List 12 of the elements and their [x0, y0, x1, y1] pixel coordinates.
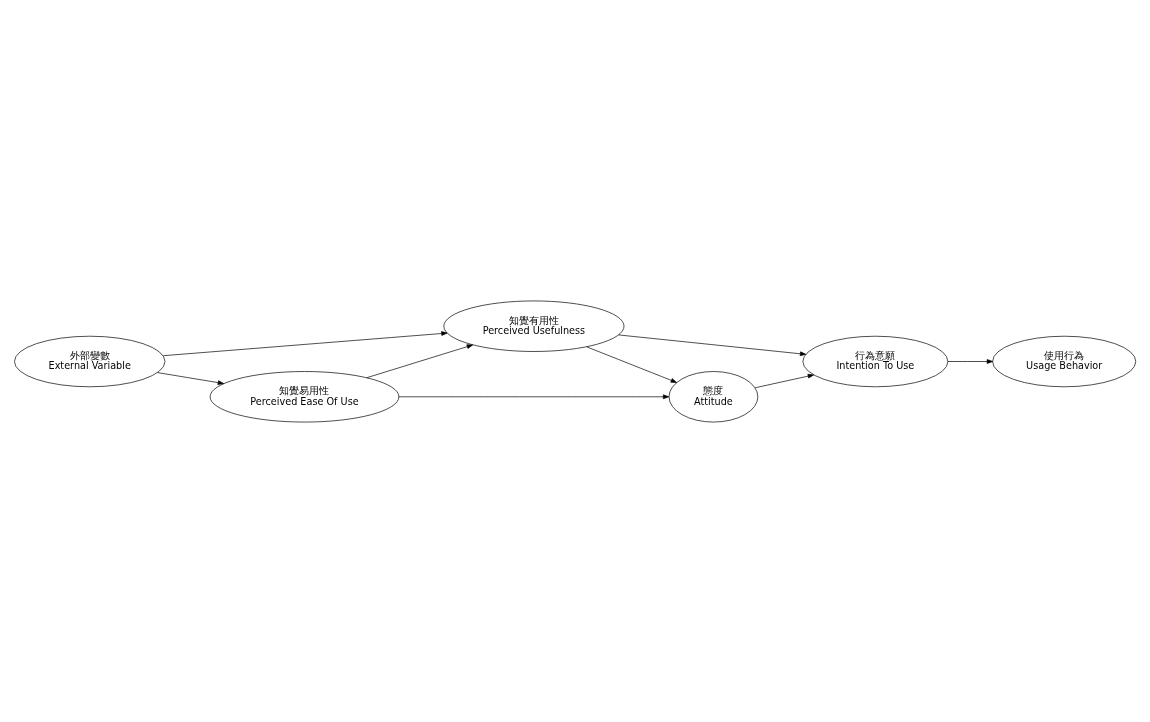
node-ellipse: 知覺易用性 Perceived Ease Of Use [209, 370, 400, 422]
arrow [754, 373, 814, 388]
arrow [162, 330, 448, 356]
arrow [398, 394, 670, 399]
arrow [157, 371, 224, 385]
node-ellipse: 行為意願 Intention To Use [802, 335, 949, 387]
arrow [586, 346, 677, 383]
arrow [947, 358, 994, 364]
arrow [618, 334, 807, 356]
arrow [366, 343, 473, 378]
node-ellipse: 使用行為 Usage Behavior [992, 335, 1137, 387]
node-ellipse: 外部變數 External Variable [14, 335, 166, 387]
